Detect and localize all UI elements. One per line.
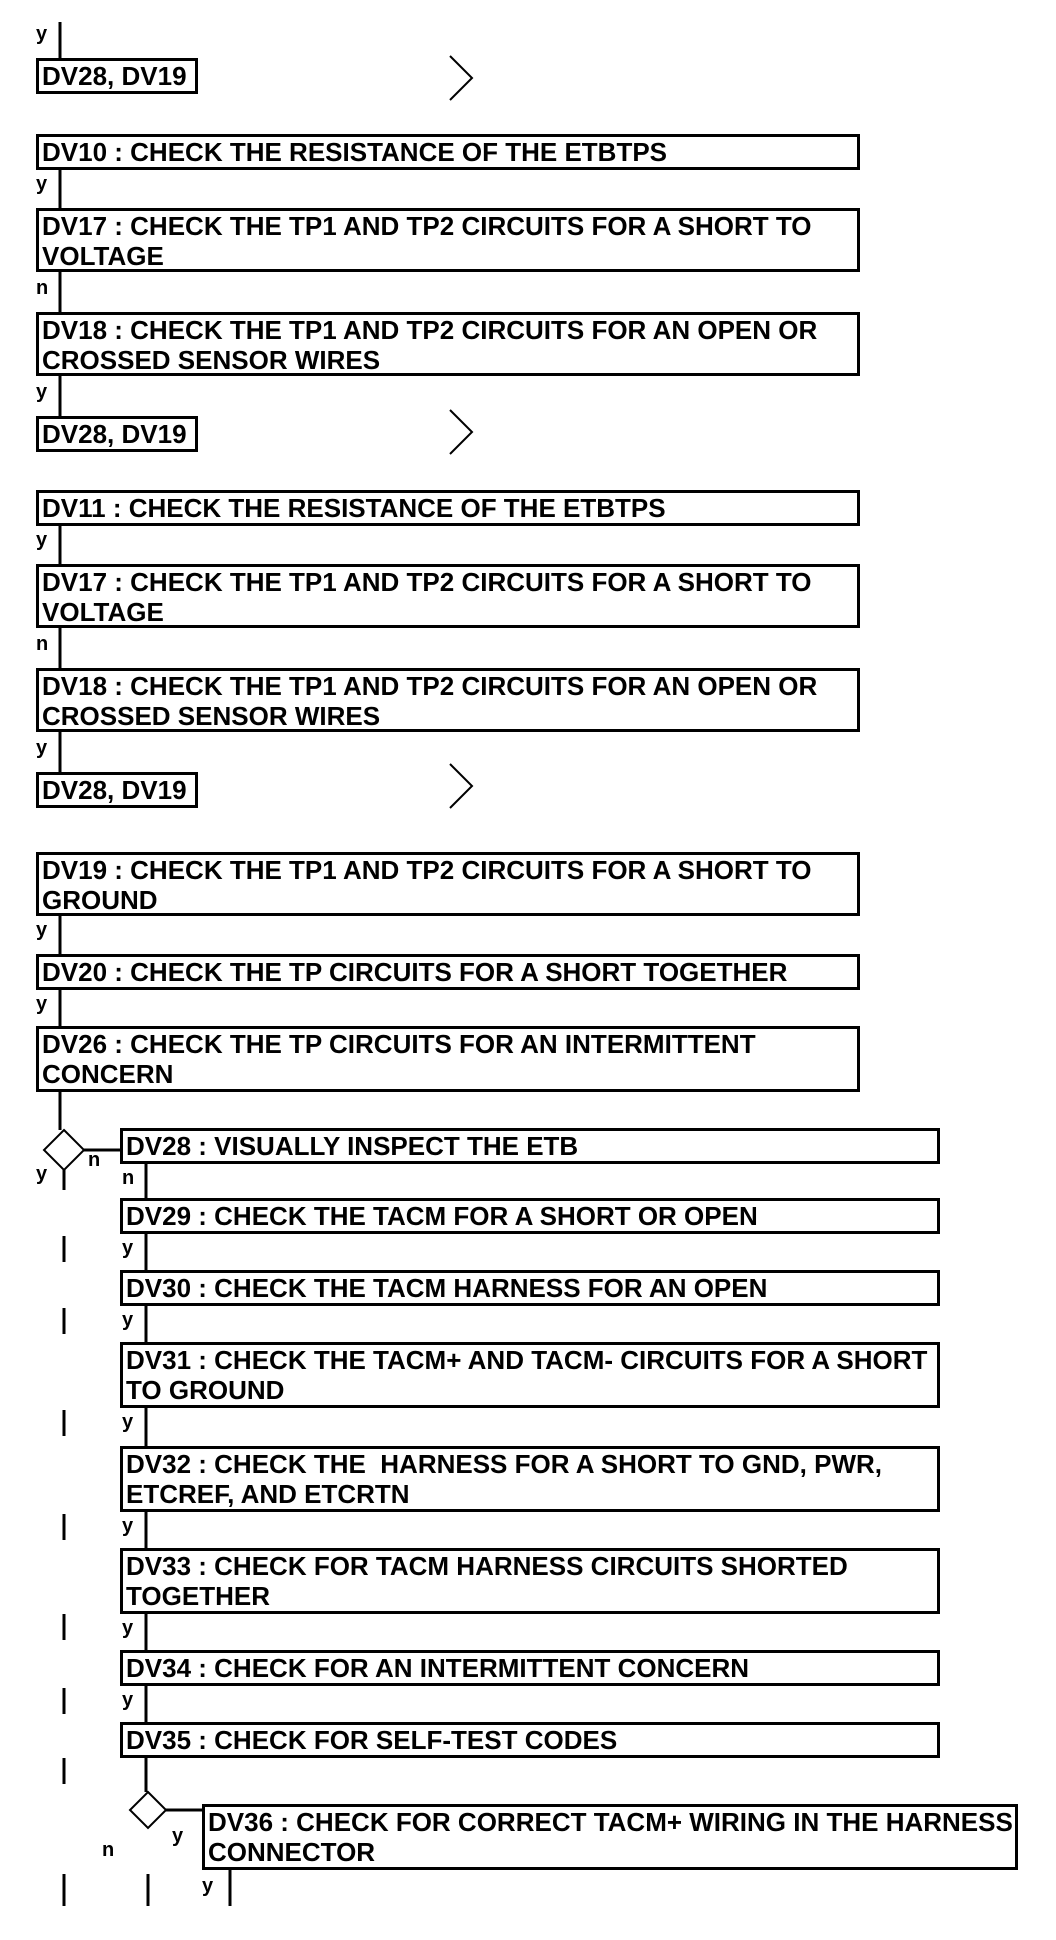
step-box-dv11: DV11 : CHECK THE RESISTANCE OF THE ETBTP… (36, 490, 860, 526)
step-box-dv31: DV31 : CHECK THE TACM+ AND TACM- CIRCUIT… (120, 1342, 940, 1408)
step-text: DV17 : CHECK THE TP1 AND TP2 CIRCUITS FO… (42, 567, 819, 627)
connector-label-y: y (122, 1309, 134, 1331)
step-box-dv17a: DV17 : CHECK THE TP1 AND TP2 CIRCUITS FO… (36, 208, 860, 272)
step-box-dv18a: DV18 : CHECK THE TP1 AND TP2 CIRCUITS FO… (36, 312, 860, 376)
continuation-chevron (449, 409, 474, 455)
decision-diamond (128, 1790, 168, 1830)
step-text: DV36 : CHECK FOR CORRECT TACM+ WIRING IN… (208, 1807, 1013, 1867)
step-text: DV26 : CHECK THE TP CIRCUITS FOR AN INTE… (42, 1029, 763, 1089)
step-text: DV30 : CHECK THE TACM HARNESS FOR AN OPE… (126, 1273, 768, 1303)
connector-label-n: n (88, 1149, 101, 1171)
step-box-dv28b: DV28, DV19 (36, 416, 198, 452)
step-box-dv10: DV10 : CHECK THE RESISTANCE OF THE ETBTP… (36, 134, 860, 170)
connector-label-y: y (36, 993, 48, 1015)
connector-label-y: y (36, 173, 48, 195)
connector-label-y: y (202, 1875, 214, 1897)
connector-label-y: y (36, 529, 48, 551)
decision-diamond (42, 1128, 86, 1172)
step-text: DV28, DV19 (42, 61, 187, 91)
step-box-dv30: DV30 : CHECK THE TACM HARNESS FOR AN OPE… (120, 1270, 940, 1306)
step-text: DV33 : CHECK FOR TACM HARNESS CIRCUITS S… (126, 1551, 856, 1611)
continuation-chevron (449, 763, 474, 809)
connector-label-n: n (36, 633, 49, 655)
step-box-dv32: DV32 : CHECK THE HARNESS FOR A SHORT TO … (120, 1446, 940, 1512)
step-text: DV17 : CHECK THE TP1 AND TP2 CIRCUITS FO… (42, 211, 819, 271)
step-box-dv20: DV20 : CHECK THE TP CIRCUITS FOR A SHORT… (36, 954, 860, 990)
connector-label-y: y (36, 919, 48, 941)
step-box-dv33: DV33 : CHECK FOR TACM HARNESS CIRCUITS S… (120, 1548, 940, 1614)
connector-label-y: y (172, 1825, 184, 1847)
step-text: DV18 : CHECK THE TP1 AND TP2 CIRCUITS FO… (42, 671, 825, 731)
step-text: DV28, DV19 (42, 775, 187, 805)
connector-label-y: y (36, 23, 48, 45)
step-text: DV19 : CHECK THE TP1 AND TP2 CIRCUITS FO… (42, 855, 819, 915)
step-text: DV28, DV19 (42, 419, 187, 449)
connector-label-y: y (122, 1617, 134, 1639)
step-text: DV10 : CHECK THE RESISTANCE OF THE ETBTP… (42, 137, 668, 167)
connector-label-n: n (102, 1839, 115, 1861)
connector-label-y: y (122, 1237, 134, 1259)
step-box-dv28a: DV28, DV19 (36, 58, 198, 94)
step-box-dv17b: DV17 : CHECK THE TP1 AND TP2 CIRCUITS FO… (36, 564, 860, 628)
connector-label-y: y (122, 1411, 134, 1433)
step-text: DV35 : CHECK FOR SELF-TEST CODES (126, 1725, 618, 1755)
connector-label-y: y (122, 1515, 134, 1537)
connector-label-n: n (122, 1167, 135, 1189)
step-text: DV28 : VISUALLY INSPECT THE ETB (126, 1131, 579, 1161)
step-text: DV29 : CHECK THE TACM FOR A SHORT OR OPE… (126, 1201, 758, 1231)
step-box-dv34: DV34 : CHECK FOR AN INTERMITTENT CONCERN (120, 1650, 940, 1686)
step-box-dv36: DV36 : CHECK FOR CORRECT TACM+ WIRING IN… (202, 1804, 1018, 1870)
connector-label-n: n (36, 277, 49, 299)
step-text: DV20 : CHECK THE TP CIRCUITS FOR A SHORT… (42, 957, 788, 987)
step-text: DV11 : CHECK THE RESISTANCE OF THE ETBTP… (42, 493, 666, 523)
step-box-dv18b: DV18 : CHECK THE TP1 AND TP2 CIRCUITS FO… (36, 668, 860, 732)
connector-label-y: y (36, 381, 48, 403)
step-box-dv28c: DV28, DV19 (36, 772, 198, 808)
step-box-dv19: DV19 : CHECK THE TP1 AND TP2 CIRCUITS FO… (36, 852, 860, 916)
connector-label-y: y (122, 1689, 134, 1711)
step-text: DV32 : CHECK THE HARNESS FOR A SHORT TO … (126, 1449, 890, 1509)
step-text: DV18 : CHECK THE TP1 AND TP2 CIRCUITS FO… (42, 315, 825, 375)
connector-label-y: y (36, 737, 48, 759)
step-text: DV34 : CHECK FOR AN INTERMITTENT CONCERN (126, 1653, 750, 1683)
continuation-chevron (449, 55, 474, 101)
step-box-dv29: DV29 : CHECK THE TACM FOR A SHORT OR OPE… (120, 1198, 940, 1234)
connector-label-y: y (36, 1163, 48, 1185)
step-box-dv35: DV35 : CHECK FOR SELF-TEST CODES (120, 1722, 940, 1758)
step-box-dv26: DV26 : CHECK THE TP CIRCUITS FOR AN INTE… (36, 1026, 860, 1092)
step-text: DV31 : CHECK THE TACM+ AND TACM- CIRCUIT… (126, 1345, 935, 1405)
step-box-dv28: DV28 : VISUALLY INSPECT THE ETB (120, 1128, 940, 1164)
